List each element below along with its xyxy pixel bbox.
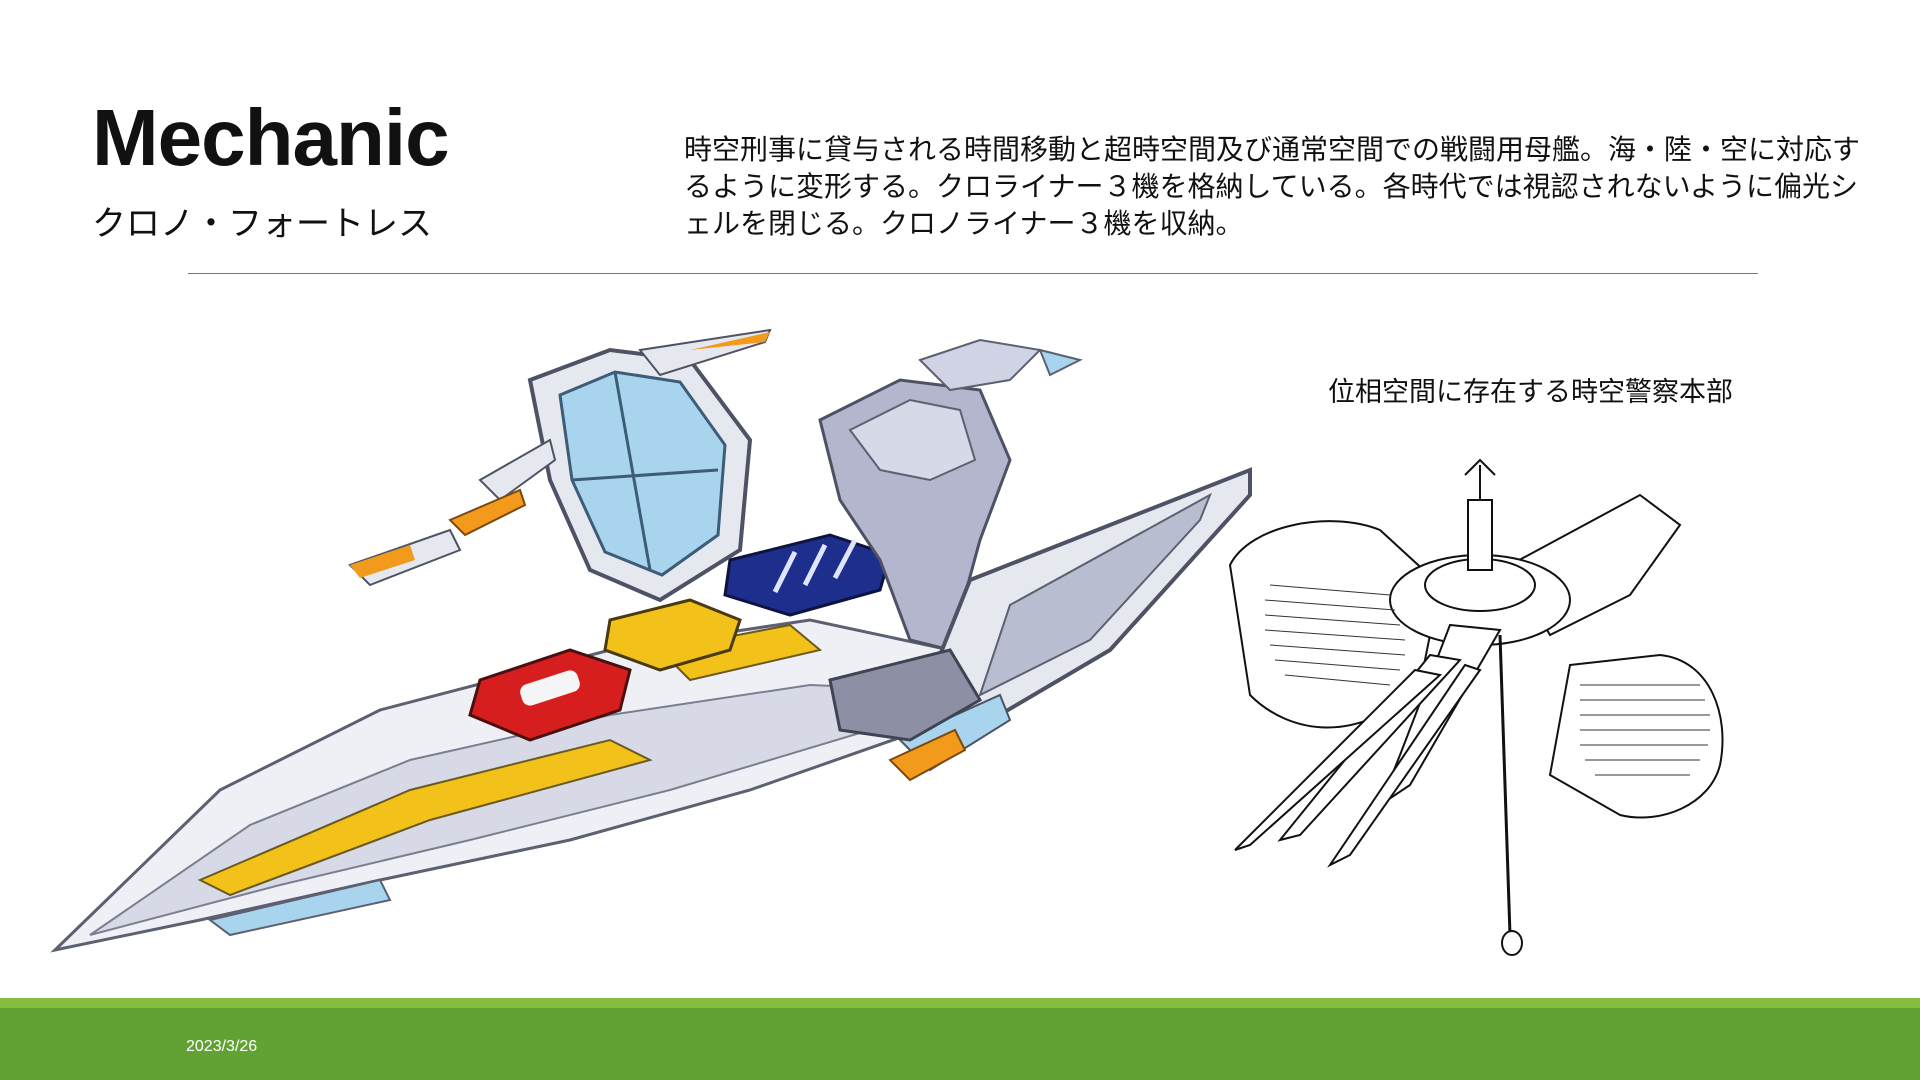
slide-description: 時空刑事に貸与される時間移動と超時空間及び通常空間での戦闘用母艦。海・陸・空に対… — [684, 133, 1861, 240]
time-police-headquarters-illustration — [1228, 458, 1724, 956]
right-figure-caption: 位相空間に存在する時空警察本部 — [1328, 377, 1733, 408]
slide-subtitle: クロノ・フォートレス — [92, 204, 432, 244]
footer-accent-stripe — [0, 998, 1920, 1008]
footer-bar — [0, 1008, 1920, 1080]
title-divider — [188, 273, 1758, 274]
footer-date: 2023/3/26 — [186, 1038, 258, 1055]
slide-title: Mechanic — [92, 93, 450, 182]
chrono-fortress-illustration — [50, 328, 1252, 953]
